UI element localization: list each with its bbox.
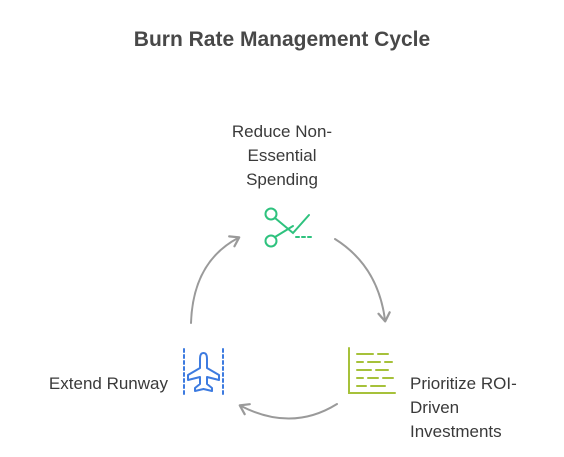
node-label-line: Prioritize ROI-: [410, 374, 517, 393]
diagram-title: Burn Rate Management Cycle: [133, 28, 431, 51]
scissors-icon: [264, 207, 314, 248]
node-label-line: Reduce Non-: [231, 122, 333, 141]
node-label-extend-runway: Extend Runway: [18, 372, 168, 396]
node-label-line: Investments: [410, 422, 502, 441]
node-label-line: Driven: [410, 398, 460, 417]
node-label-line: Spending: [246, 170, 318, 189]
airplane-icon: [183, 348, 224, 395]
node-label-prioritize-investments: Prioritize ROI- Driven Investments: [410, 372, 560, 444]
cycle-arrow-left: [190, 235, 241, 324]
bar-list-icon: [348, 347, 396, 394]
cycle-arrow-right: [334, 238, 391, 323]
node-label-line: Essential: [247, 146, 317, 165]
node-label-line: Extend Runway: [48, 374, 168, 393]
node-label-reduce-spending: Reduce Non- Essential Spending: [212, 120, 352, 192]
cycle-arrow-bottom: [238, 403, 338, 420]
